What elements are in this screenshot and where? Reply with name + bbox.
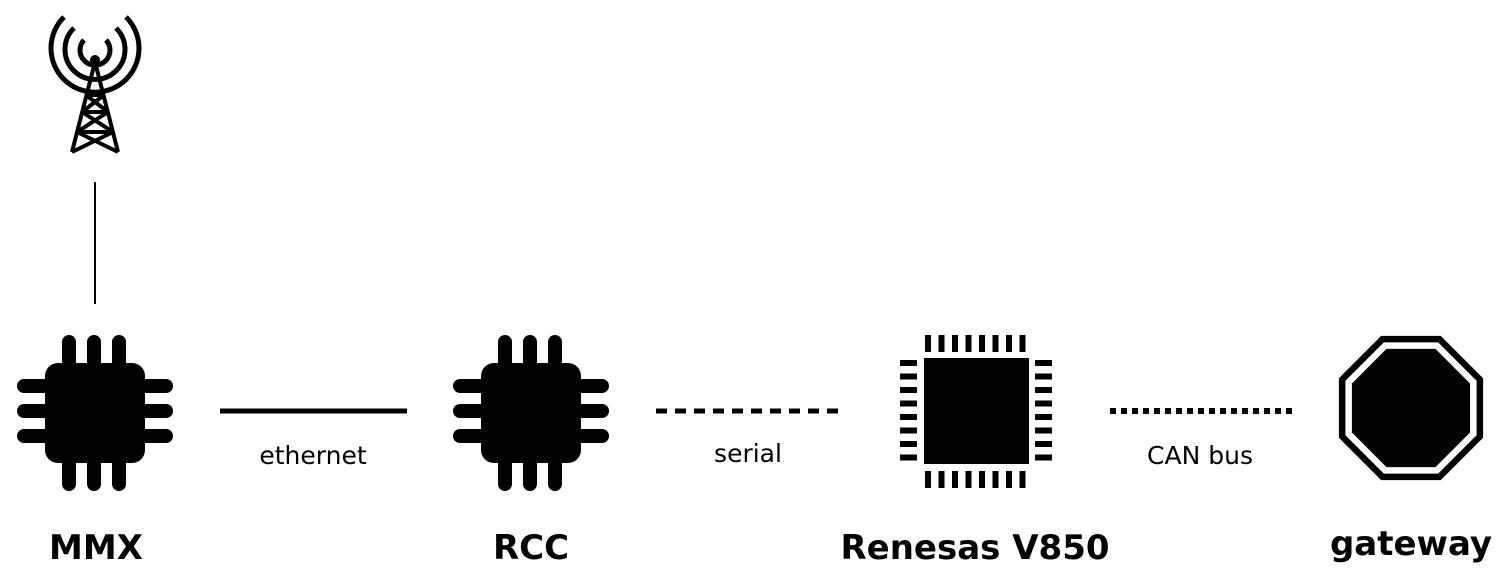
chip-pin xyxy=(900,427,917,434)
chip-pin xyxy=(1035,414,1052,420)
rcc-label: RCC xyxy=(492,528,570,568)
chip-pin xyxy=(1035,441,1052,447)
chip-pin xyxy=(965,471,972,488)
chip-pin xyxy=(1035,454,1052,461)
chip-pin xyxy=(900,360,917,366)
chip-pin xyxy=(1035,427,1052,434)
chip-pin xyxy=(979,335,985,352)
chip-pin xyxy=(1019,335,1026,352)
serial-label: serial xyxy=(714,439,782,468)
radio-tower-icon xyxy=(48,15,142,154)
mmx-label: MMX xyxy=(49,528,143,568)
chip-pin xyxy=(938,471,945,488)
chip-pin xyxy=(1006,471,1012,488)
chip-pin xyxy=(992,335,999,352)
chip-pin xyxy=(992,471,999,488)
chip-pin xyxy=(979,471,985,488)
chip-pin xyxy=(900,441,917,447)
chip-pin xyxy=(925,335,931,352)
chip-pin xyxy=(952,471,958,488)
chip-pin xyxy=(1019,471,1026,488)
gateway-octagon-icon xyxy=(1338,335,1484,481)
renesas-label: Renesas V850 xyxy=(840,528,1110,568)
mmx-chip-icon xyxy=(17,335,173,491)
chip-pin xyxy=(900,414,917,420)
gateway-label: gateway xyxy=(1329,524,1493,564)
rcc-chip-icon xyxy=(453,335,609,491)
chip-pin xyxy=(900,373,917,380)
ethernet-label: ethernet xyxy=(259,441,367,470)
chip-pin xyxy=(1035,387,1052,393)
chip-pin xyxy=(965,335,972,352)
chip-pin xyxy=(925,471,931,488)
can-bus-label: CAN bus xyxy=(1147,441,1253,470)
chip-pin xyxy=(938,335,945,352)
chip-pin xyxy=(1035,360,1052,366)
chip-pin xyxy=(1035,400,1052,407)
chip-pin xyxy=(1035,373,1052,380)
chip-pin xyxy=(900,387,917,393)
renesas-chip-icon xyxy=(900,335,1052,488)
chip-pin xyxy=(1006,335,1012,352)
chip-pin xyxy=(900,400,917,407)
chip-pin xyxy=(900,454,917,461)
chip-pin xyxy=(952,335,958,352)
